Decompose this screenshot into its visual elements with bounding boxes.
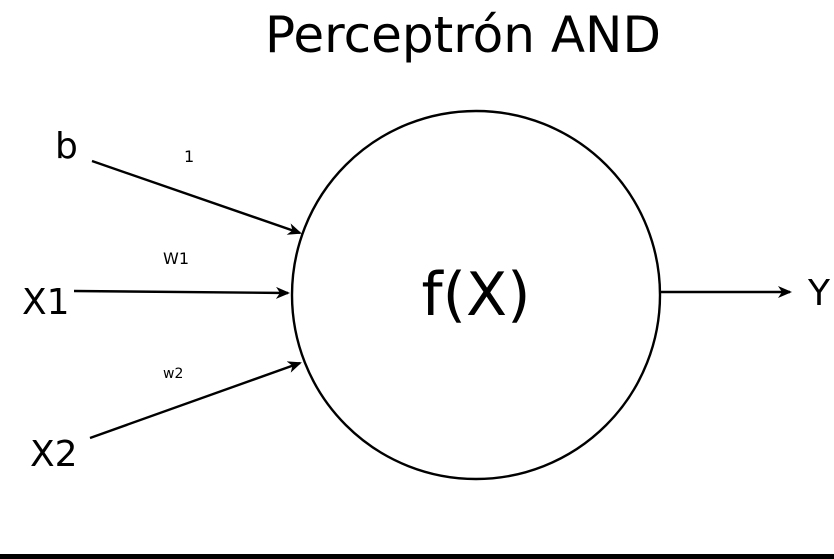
neuron-node (290, 109, 662, 481)
bottom-border (0, 554, 834, 559)
diagram-title: Perceptrón AND (265, 6, 661, 64)
output-label: Y (807, 273, 831, 314)
x1-edge-arrow (73, 286, 290, 299)
x2-input-label: X2 (30, 434, 78, 475)
w1-weight-label: W1 (163, 249, 189, 268)
activation-function-label: f(X) (421, 260, 530, 330)
bias-edge-arrow (91, 159, 302, 235)
w2-weight-label: w2 (163, 366, 183, 382)
x1-input-label: X1 (22, 282, 70, 323)
bias-weight-label: 1 (184, 147, 194, 166)
bias-input-label: b (55, 126, 78, 167)
x2-edge-arrow (89, 361, 302, 440)
